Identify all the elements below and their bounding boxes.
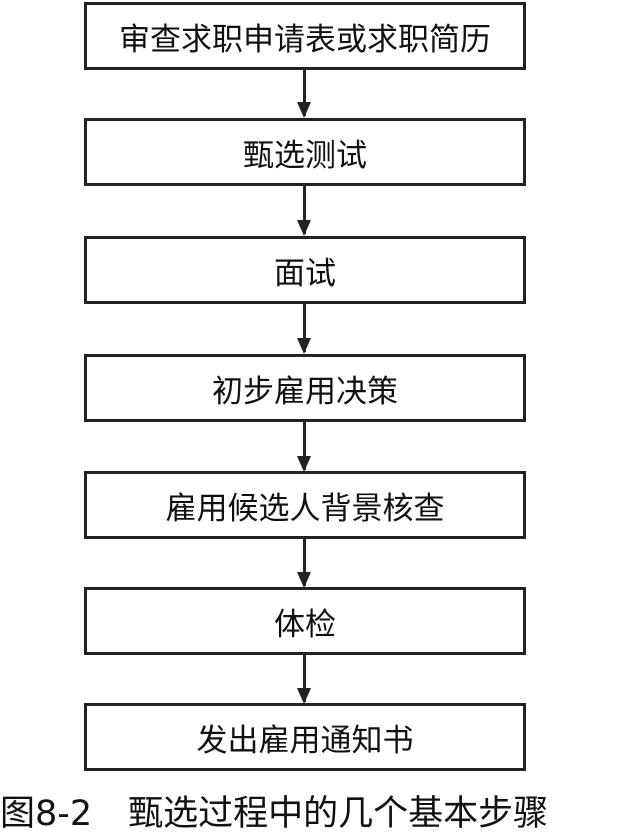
arrow-down-icon bbox=[297, 304, 311, 354]
step-label: 体检 bbox=[274, 606, 336, 643]
step-label: 审查求职申请表或求职简历 bbox=[119, 21, 491, 58]
step-box-7: 发出雇用通知书 bbox=[84, 703, 526, 771]
step-label: 初步雇用决策 bbox=[212, 373, 398, 410]
step-box-2: 甄选测试 bbox=[84, 118, 526, 186]
arrow-down-icon bbox=[297, 422, 311, 472]
figure-caption: 图8-2 甄选过程中的几个基本步骤 bbox=[0, 785, 621, 836]
step-label: 面试 bbox=[274, 255, 336, 292]
arrow-down-icon bbox=[297, 186, 311, 236]
arrow-down-icon bbox=[297, 70, 311, 118]
arrow-down-icon bbox=[297, 655, 311, 704]
step-box-5: 雇用候选人背景核查 bbox=[84, 471, 526, 539]
step-box-1: 审查求职申请表或求职简历 bbox=[84, 2, 526, 70]
step-box-3: 面试 bbox=[84, 236, 526, 304]
figure-number: 图8-2 bbox=[0, 794, 93, 834]
step-box-6: 体检 bbox=[84, 587, 526, 655]
figure-title: 甄选过程中的几个基本步骤 bbox=[128, 794, 549, 834]
step-label: 发出雇用通知书 bbox=[196, 722, 414, 759]
step-label: 甄选测试 bbox=[243, 137, 367, 174]
step-label: 雇用候选人背景核查 bbox=[165, 490, 445, 527]
step-box-4: 初步雇用决策 bbox=[84, 354, 526, 422]
arrow-down-icon bbox=[297, 539, 311, 588]
